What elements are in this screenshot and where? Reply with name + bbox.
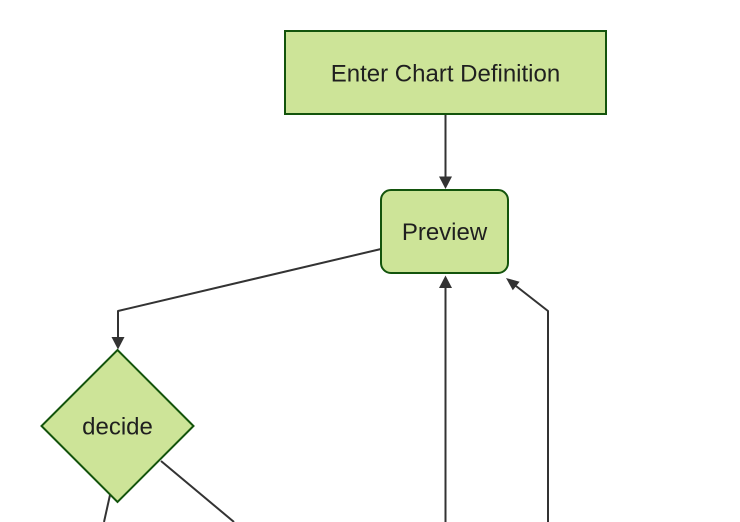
node-preview-label: Preview bbox=[402, 219, 488, 246]
edge-offscreen-bottom-right-to-preview bbox=[506, 278, 549, 522]
edge-line-b-to-c bbox=[117, 248, 382, 338]
edge-offscreen-bottom-to-preview bbox=[439, 275, 452, 522]
edge-preview-to-decide bbox=[111, 248, 382, 350]
node-preview-shape bbox=[380, 189, 509, 274]
edge-decide-to-offscreen-bottom-left bbox=[103, 494, 111, 522]
node-decide: decide bbox=[40, 348, 195, 504]
arrowhead-diagonal-into-preview-corner bbox=[506, 278, 520, 291]
arrowhead-down-into-preview-top bbox=[439, 176, 452, 189]
edge-decide-to-offscreen-bottom-right bbox=[160, 460, 235, 522]
arrowhead-down-into-decide-top bbox=[111, 337, 125, 350]
edge-enter-chart-definition-to-preview bbox=[439, 114, 452, 189]
node-enter-chart-definition-shape bbox=[284, 30, 607, 115]
edge-line-up-diagonal-to-preview bbox=[515, 285, 549, 522]
node-decide-label: decide bbox=[82, 414, 153, 441]
node-decide-shape bbox=[40, 348, 195, 504]
arrowhead-up-into-preview-bottom bbox=[439, 275, 452, 288]
node-enter-chart-definition-label: Enter Chart Definition bbox=[331, 61, 560, 88]
node-enter-chart-definition: Enter Chart Definition bbox=[284, 30, 607, 115]
node-preview: Preview bbox=[380, 189, 509, 274]
